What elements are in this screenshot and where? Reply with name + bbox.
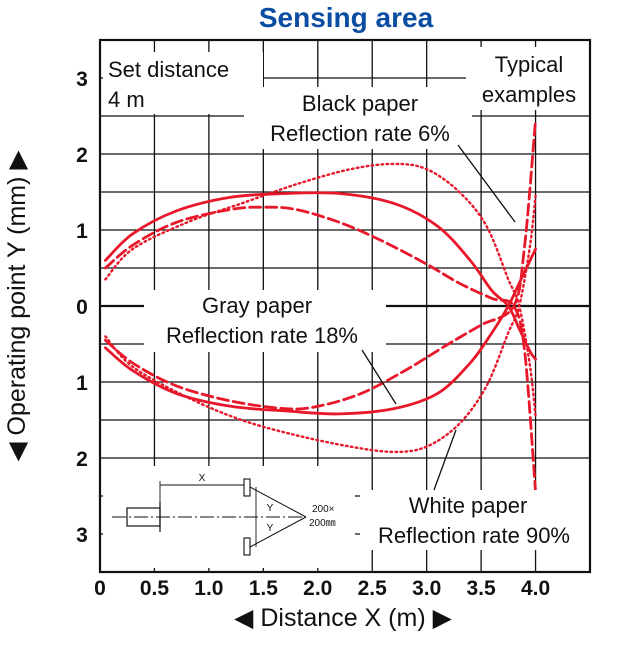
typical-label-2: examples [482, 82, 576, 107]
x-tick-label: 3.0 [412, 577, 441, 600]
white-paper-rate: Reflection rate 90% [378, 523, 570, 548]
lower-target-edge [243, 537, 251, 556]
typical-label-1: Typical [495, 52, 563, 77]
set-distance-bg [103, 52, 263, 114]
annotations: Set distance 4 m Typical examples Black … [103, 47, 590, 550]
series-dotted-upper [104, 162, 537, 418]
series-dashed-lower [104, 118, 537, 411]
x-tick-label: 4.0 [521, 577, 550, 600]
chart-title: Sensing area [259, 2, 434, 33]
target-size-2: 200㎜ [309, 518, 336, 529]
y-tick-label: 1 [76, 372, 88, 395]
series-solid-upper [104, 191, 537, 361]
x-tick-label: 3.5 [467, 577, 497, 600]
white-paper-bg [360, 490, 590, 550]
y-tick-labels: 3 2 1 0 1 2 3 [76, 68, 88, 547]
series-dashed-upper [104, 205, 537, 494]
x-tick-label: 2.5 [358, 577, 388, 600]
y-tick-label: 1 [76, 220, 88, 243]
gray-paper-leader [361, 349, 397, 405]
inset-y-label-upper: Y [267, 503, 274, 514]
y-tick-label: 3 [76, 524, 88, 547]
curves [104, 118, 537, 494]
gray-paper-bg [144, 290, 386, 352]
y-tick-label: 2 [76, 144, 88, 167]
set-distance-label: Set distance [108, 57, 229, 82]
y-tick-label: 3 [76, 68, 88, 91]
inset-y-label-lower: Y [267, 523, 274, 534]
gray-paper-rate: Reflection rate 18% [166, 323, 358, 348]
y-tick-label: 2 [76, 448, 88, 471]
plot-border [98, 38, 592, 574]
measurement-diagram: X Y Y 200× 200㎜ [103, 466, 355, 568]
series-dotted-lower [104, 194, 537, 454]
set-distance-value: 4 m [108, 87, 145, 112]
black-paper-rate: Reflection rate 6% [270, 121, 450, 146]
y-tick-label: 0 [76, 296, 88, 319]
x-tick-label: 1.0 [194, 577, 223, 600]
black-paper-label: Black paper [302, 91, 418, 116]
white-paper-leader [433, 429, 457, 491]
gray-paper-label: Gray paper [202, 293, 312, 318]
plot-frame [98, 38, 592, 574]
x-tick-label: 1.5 [249, 577, 279, 600]
target-outline-lower [249, 516, 307, 548]
x-tick-label: 0.5 [140, 577, 170, 600]
target-size-1: 200× [312, 504, 335, 515]
x-tick-label: 0 [94, 577, 106, 600]
black-paper-bg [244, 87, 472, 149]
inset-x-label: X [199, 473, 206, 484]
x-tick-label: 2.0 [303, 577, 332, 600]
target-outline-upper [249, 486, 307, 518]
white-paper-label: White paper [409, 493, 528, 518]
x-axis-label: ◀ Distance X (m) ▶ [234, 604, 452, 632]
upper-target-edge [243, 478, 251, 497]
y-axis-label: ◀ Operating point Y (mm) ▶ [3, 150, 31, 462]
typical-bg [466, 47, 590, 110]
black-paper-leader [457, 144, 516, 223]
x-tick-labels: 0 0.5 1.0 1.5 2.0 2.5 3.0 3.5 4.0 [94, 577, 550, 600]
